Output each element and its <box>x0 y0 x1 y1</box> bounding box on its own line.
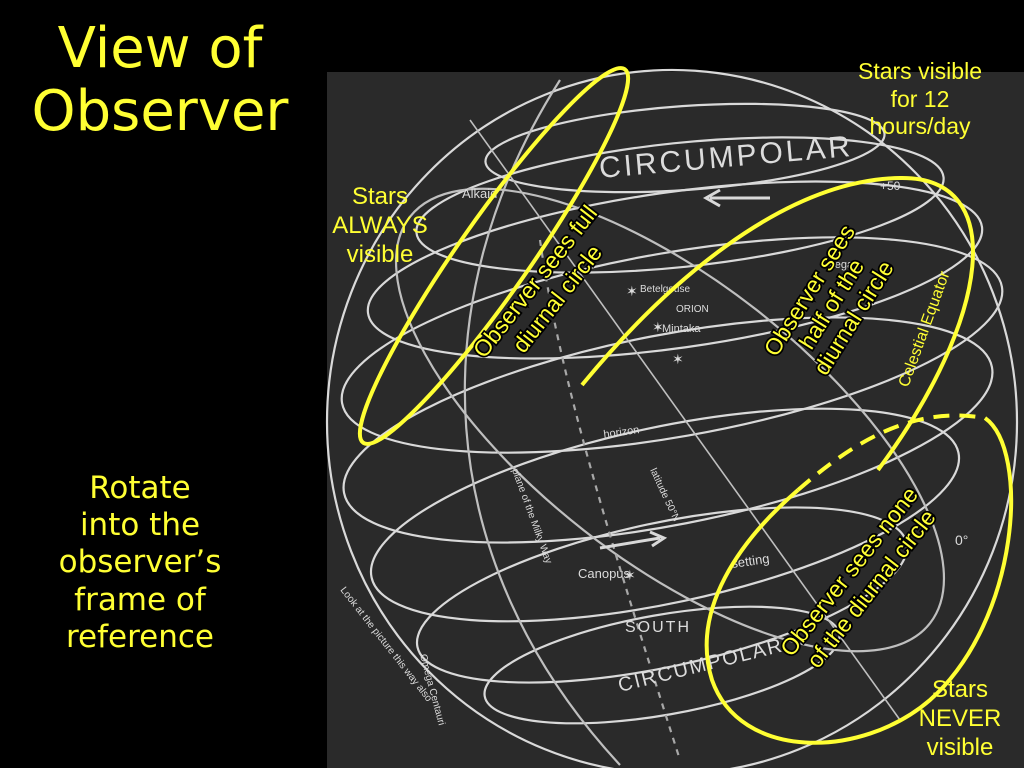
celestial-equator-circle <box>340 236 1004 454</box>
slide-title: View of Observer <box>10 16 310 144</box>
sphere-outline <box>326 69 1018 768</box>
caption-line: frame of <box>74 581 206 618</box>
south-arrowhead <box>649 530 668 548</box>
caption-line: into the <box>79 507 201 544</box>
half-circle-ellipse <box>580 175 975 472</box>
vega-label: Vega <box>828 259 854 271</box>
rotate-caption: Rotate into the observer’s frame of refe… <box>20 470 260 656</box>
rotation-axis <box>469 119 901 721</box>
annotations <box>357 66 1014 745</box>
star-icon: ✶ <box>624 567 636 583</box>
mintaka-label: Mintaka <box>662 323 701 335</box>
visible-12h-callout: Stars visible for 12 hours/day <box>830 58 1010 141</box>
zero-degree-label: 0° <box>955 532 968 548</box>
none-circle-ellipse <box>704 416 1014 745</box>
alkaid-label: Alkaid <box>462 186 497 201</box>
orion-label: ORION <box>676 304 709 315</box>
callout-line: NEVER <box>918 704 1002 732</box>
callout-line: hours/day <box>869 113 971 140</box>
caption-line: reference <box>65 618 215 655</box>
plus-50-label: +50 <box>880 179 901 193</box>
milky-way-line <box>538 239 682 761</box>
caption-line: observer’s <box>58 544 222 581</box>
south-label: SOUTH <box>625 619 691 636</box>
star-icon: ✶ <box>626 283 638 299</box>
always-visible-callout: Stars ALWAYS visible <box>310 183 450 269</box>
never-visible-callout: Stars NEVER visible <box>900 676 1020 762</box>
canopus-label: Canopus <box>578 566 631 581</box>
callout-line: visible <box>346 240 414 268</box>
horizon-label: horizon <box>603 424 640 441</box>
diurnal-circle <box>483 605 841 725</box>
diurnal-circle <box>415 136 945 274</box>
callout-line: Stars <box>931 676 988 703</box>
star-icon: ✶ <box>672 351 684 367</box>
full-circle-ellipse <box>357 66 631 446</box>
caption-line: Rotate <box>89 470 191 506</box>
betelgeuse-label: Betelgeuse <box>640 284 690 295</box>
diurnal-circle <box>366 180 984 360</box>
callout-line: ALWAYS <box>332 211 428 239</box>
diurnal-circle <box>369 407 961 623</box>
diurnal-circle <box>342 316 994 544</box>
sphere-drawing <box>326 69 1018 768</box>
south-arrow <box>599 536 661 550</box>
callout-line: visible <box>926 733 994 761</box>
title-line-1: View of <box>57 16 263 81</box>
horizon-plane <box>394 187 946 653</box>
callout-line: Stars visible <box>858 58 982 84</box>
diurnal-circle <box>415 506 909 684</box>
star-icon: ✶ <box>652 319 664 335</box>
north-arrowhead <box>702 188 721 208</box>
callout-line: Stars <box>351 183 408 210</box>
callout-line: for 12 <box>890 85 950 112</box>
title-line-2: Observer <box>31 78 289 144</box>
